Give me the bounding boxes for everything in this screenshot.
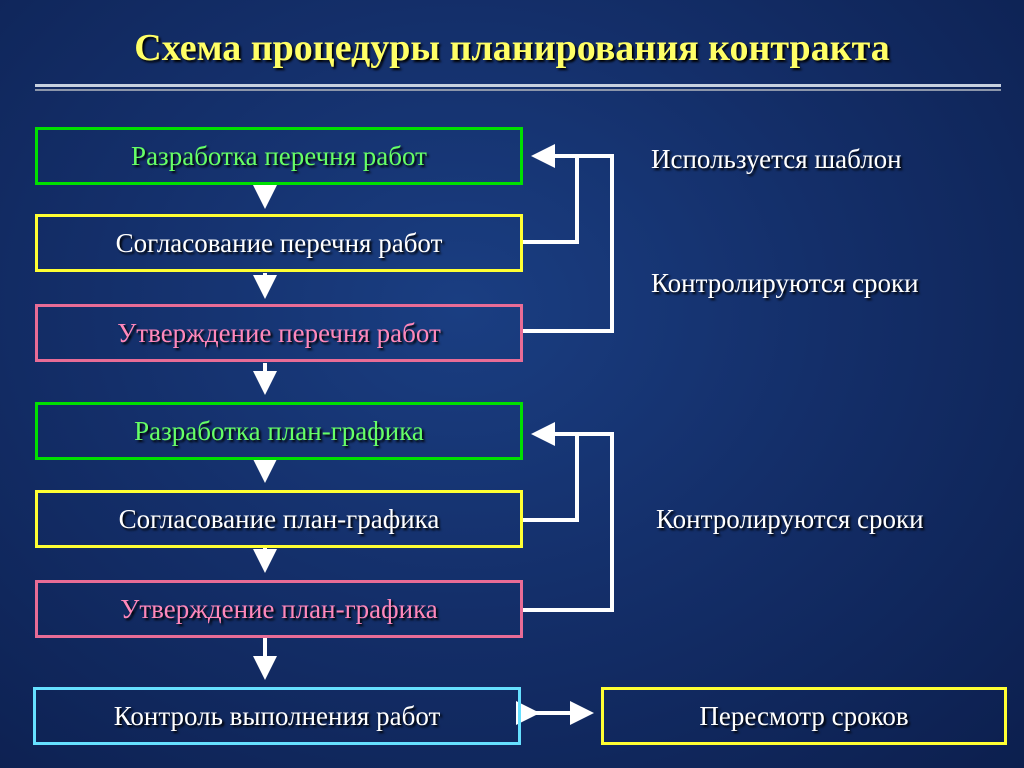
box-develop-schedule: Разработка план-графика [35,402,523,460]
box-approve-schedule-label: Утверждение план-графика [120,593,438,624]
note-deadlines-list: Контролируются сроки [651,268,919,298]
box-control-label: Контроль выполнения работ [113,700,441,731]
box-agree-schedule: Согласование план-графика [35,490,523,548]
box-agree-list: Согласование перечня работ [35,214,523,272]
box-develop-schedule-label: Разработка план-графика [134,415,424,446]
feedback-agree-list [523,144,579,244]
title-underline-shadow [35,89,1001,91]
box-approve-schedule: Утверждение план-графика [35,580,523,638]
box-revise-label: Пересмотр сроков [699,700,909,731]
box-revise: Пересмотр сроков [601,687,1007,745]
note-deadlines-schedule: Контролируются сроки [656,504,924,534]
box-agree-list-label: Согласование перечня работ [115,227,443,258]
feedback-agree-schedule [523,422,579,522]
box-develop-list: Разработка перечня работ [35,127,523,185]
box-control: Контроль выполнения работ [33,687,521,745]
box-approve-list-label: Утверждение перечня работ [117,317,441,348]
feedback-approve-list [523,154,614,333]
note-template-used: Используется шаблон [651,144,902,174]
title-underline [35,84,1001,87]
feedback-approve-schedule [523,432,614,612]
box-agree-schedule-label: Согласование план-графика [118,503,440,534]
box-approve-list: Утверждение перечня работ [35,304,523,362]
box-develop-list-label: Разработка перечня работ [131,140,427,171]
page-title: Схема процедуры планирования контракта [134,27,890,69]
